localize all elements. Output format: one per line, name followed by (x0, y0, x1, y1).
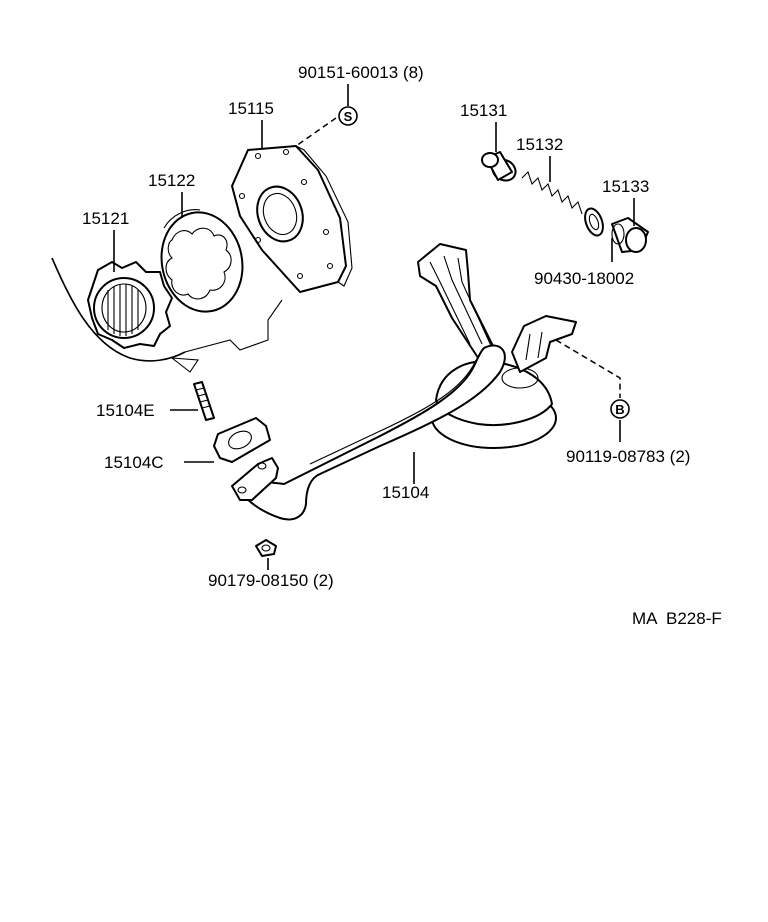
relief-valve-part (611, 217, 649, 253)
stud-part (193, 381, 215, 421)
label-nut: 90179-08150 (2) (208, 571, 334, 590)
label-strainer: 15104 (382, 483, 429, 502)
gasket-plug-part (584, 207, 604, 237)
label-relief-spring: 15132 (516, 135, 563, 154)
nut-part (255, 539, 277, 557)
s-symbol: S (338, 106, 358, 126)
pump-body-edge (51, 257, 283, 373)
label-driven-rotor: 15122 (148, 171, 195, 190)
label-stud: 15104E (96, 401, 155, 420)
relief-spring-part (521, 170, 583, 215)
label-relief-valve: 15133 (602, 177, 649, 196)
label-gasket-plug: 90430-18002 (534, 269, 634, 288)
gasket-part (213, 417, 271, 463)
label-gasket: 15104C (104, 453, 164, 472)
drive-rotor-part (87, 261, 173, 349)
relief-plug-part (481, 151, 517, 182)
b-symbol-letter: B (615, 402, 624, 417)
s-symbol-letter: S (344, 109, 353, 124)
leader-lines (113, 84, 635, 570)
label-bolt-bracket: 90119-08783 (2) (566, 447, 690, 466)
label-bolt-pump-cover: 90151-60013 (8) (298, 63, 424, 82)
b-symbol: B (610, 399, 630, 419)
oil-strainer-part (231, 243, 577, 521)
driven-rotor-part (160, 209, 244, 313)
label-pump-cover: 15115 (228, 99, 274, 118)
figure-code: MA B228-F (632, 609, 722, 628)
label-relief-plug: 15131 (460, 101, 507, 120)
label-drive-rotor: 15121 (82, 209, 129, 228)
pump-cover-part (231, 145, 353, 293)
